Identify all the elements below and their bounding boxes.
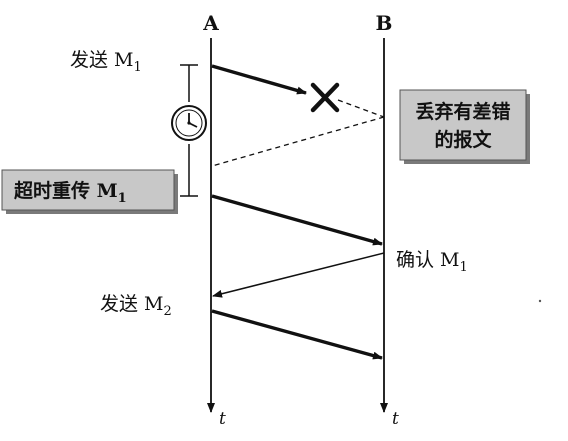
time-axis-label-b: t — [392, 409, 399, 429]
timer-bracket — [180, 64, 198, 197]
ack-m1-arrow — [212, 252, 385, 298]
clock-icon — [171, 105, 207, 141]
m2-send-arrow — [211, 309, 383, 360]
m1-retransmit-arrow — [211, 194, 383, 246]
lost-path-dashed-line — [337, 99, 385, 118]
node-b-label: B — [376, 11, 393, 35]
expected-ack-dashed-line — [211, 116, 385, 167]
timeout-retransmit-label: 超时重传 M1 — [13, 179, 127, 206]
node-a-label: A — [202, 11, 219, 35]
speck-dot — [538, 299, 542, 303]
discard-note-line1: 丢弃有差错 — [415, 100, 510, 123]
discard-note-line2: 的报文 — [434, 128, 492, 151]
send-m1-label: 发送 M1 — [70, 49, 142, 75]
send-m2-label: 发送 M2 — [100, 293, 172, 319]
cross-icon — [310, 82, 340, 113]
timeout-retransmit-box: 超时重传 M1 — [1, 169, 178, 214]
ack-m1-label: 确认 M1 — [396, 249, 468, 275]
m1-first-send-arrow — [211, 64, 307, 95]
discard-note-box: 丢弃有差错 的报文 — [399, 89, 530, 164]
time-axis-label-a: t — [219, 409, 226, 429]
